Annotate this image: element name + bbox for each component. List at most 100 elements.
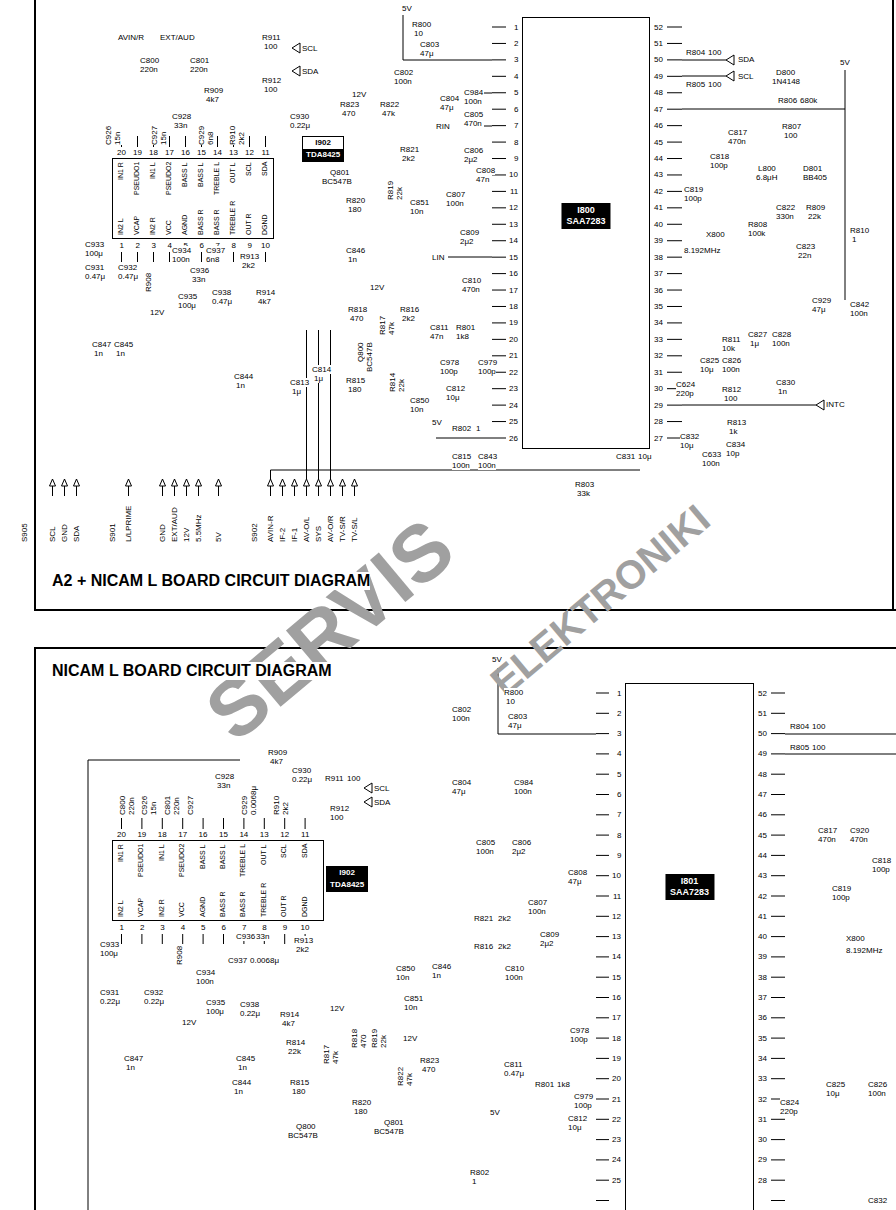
component-label: 180 (292, 1087, 305, 1096)
component-label: BC547B (322, 177, 352, 186)
component-label: 10k (722, 344, 735, 353)
component-label: 10 (414, 29, 423, 38)
component-label: 22k (395, 187, 404, 200)
component-label: C827 (748, 330, 767, 339)
component-label: SYS (314, 526, 323, 542)
component-label: 100 (708, 48, 721, 57)
component-label: C935 (206, 998, 225, 1007)
component-label: C823 (796, 242, 815, 251)
component-label: C930 (290, 112, 309, 121)
pin-number: 3 (617, 729, 621, 738)
pin-number: 4 (617, 749, 621, 758)
component-label: R912 (262, 76, 281, 85)
component-label: 47μ (508, 721, 522, 730)
component-label: 470n (464, 119, 482, 128)
component-label: AVIN/R (118, 33, 144, 42)
component-label: 33n (192, 275, 205, 284)
component-label: C979 (574, 1092, 593, 1101)
component-label: C817 (728, 128, 747, 137)
component-label: 100n (464, 97, 482, 106)
component-label: R822 (380, 100, 399, 109)
component-label: 22n (798, 251, 811, 260)
component-label: 1n (778, 387, 787, 396)
component-label: 470 (359, 1035, 368, 1048)
component-label: 1N4148 (772, 77, 800, 86)
component-label: Q800 (296, 1122, 316, 1131)
component-label: R813 (727, 418, 746, 427)
component-label: 10p (726, 449, 739, 458)
pin-name: BASS R (239, 891, 247, 917)
component-label: 47μ (452, 787, 466, 796)
pin-name: BASS R (213, 209, 221, 235)
component-label: 220p (780, 1107, 798, 1116)
component-label: Q801 (330, 168, 350, 177)
pin-name: SCL (280, 844, 288, 858)
component-label: C808 (476, 166, 495, 175)
component-label: C927 (186, 796, 195, 815)
component-label: 33n (217, 781, 230, 790)
component-label: 33n (256, 932, 269, 941)
pin-number: 12 (280, 830, 289, 839)
component-label: 470 (422, 1065, 435, 1074)
component-label: C830 (776, 378, 795, 387)
component-label: R911 (262, 33, 281, 42)
component-label: 220n (190, 65, 208, 74)
component-label: 1n (236, 381, 245, 390)
component-label: C832 (680, 432, 699, 441)
component-label: 0.47μ (504, 1069, 524, 1078)
pin-number: 32 (758, 1095, 767, 1104)
watermark: ELEKTRONIKI (483, 498, 716, 703)
component-label: 5V (214, 532, 223, 542)
component-label: C801 (163, 796, 172, 815)
component-label: S901 (108, 523, 117, 542)
frame-line (35, 0, 896, 610)
component-label: C984 (464, 88, 483, 97)
component-label: R912 (330, 804, 349, 813)
pin-number: 16 (199, 830, 208, 839)
pin-name: PSEUDO2 (165, 162, 173, 195)
component-label: C803 (508, 712, 527, 721)
pin-number: 14 (239, 830, 248, 839)
component-label: R817 (322, 1045, 331, 1064)
component-label: 15n (149, 802, 158, 815)
component-label: SCL (48, 526, 57, 542)
component-label: R818 (348, 305, 367, 314)
component-label: 0.22μ (240, 1009, 260, 1018)
pin-name: PSEUDO1 (137, 844, 145, 877)
component-label: C851 (410, 198, 429, 207)
component-label: 100 (347, 774, 360, 783)
pin-name: VCAP (137, 898, 145, 917)
component-label: C846 (346, 246, 365, 255)
component-label: R914 (256, 288, 275, 297)
pin-number: 2 (140, 923, 144, 932)
component-label: C920 (850, 826, 869, 835)
pin-number: 47 (758, 790, 767, 799)
pin-number: 15 (219, 830, 228, 839)
pin-name: IN2 L (117, 900, 125, 917)
component-label: 1n (432, 971, 441, 980)
pin-name: BASS L (219, 844, 227, 869)
component-label: 100μ (100, 949, 118, 958)
component-label: Q801 (384, 1118, 404, 1127)
component-label: 1k8 (456, 332, 469, 341)
pin-number: 52 (654, 23, 663, 32)
pin-number: 6 (617, 790, 621, 799)
ic-designator: SAA7283 (670, 887, 709, 898)
component-label: X800 (846, 934, 865, 943)
pin-number: 19 (133, 148, 142, 157)
component-label: 100 (708, 80, 721, 89)
pin-name: SDA (301, 844, 309, 858)
component-label: AVIN-R (266, 515, 275, 542)
component-label: 33k (577, 489, 590, 498)
component-label: 180 (348, 205, 361, 214)
pin-number: 21 (509, 351, 518, 360)
pin-number: 15 (612, 973, 621, 982)
component-label: 47n (430, 332, 443, 341)
component-label: R823 (420, 1056, 439, 1065)
pin-name: TREBLE L (213, 162, 221, 195)
pin-number: 8 (617, 831, 621, 840)
component-label: C826 (722, 356, 741, 365)
pin-number: 42 (758, 892, 767, 901)
component-label: 100n (446, 199, 464, 208)
component-label: R910 (228, 126, 237, 145)
